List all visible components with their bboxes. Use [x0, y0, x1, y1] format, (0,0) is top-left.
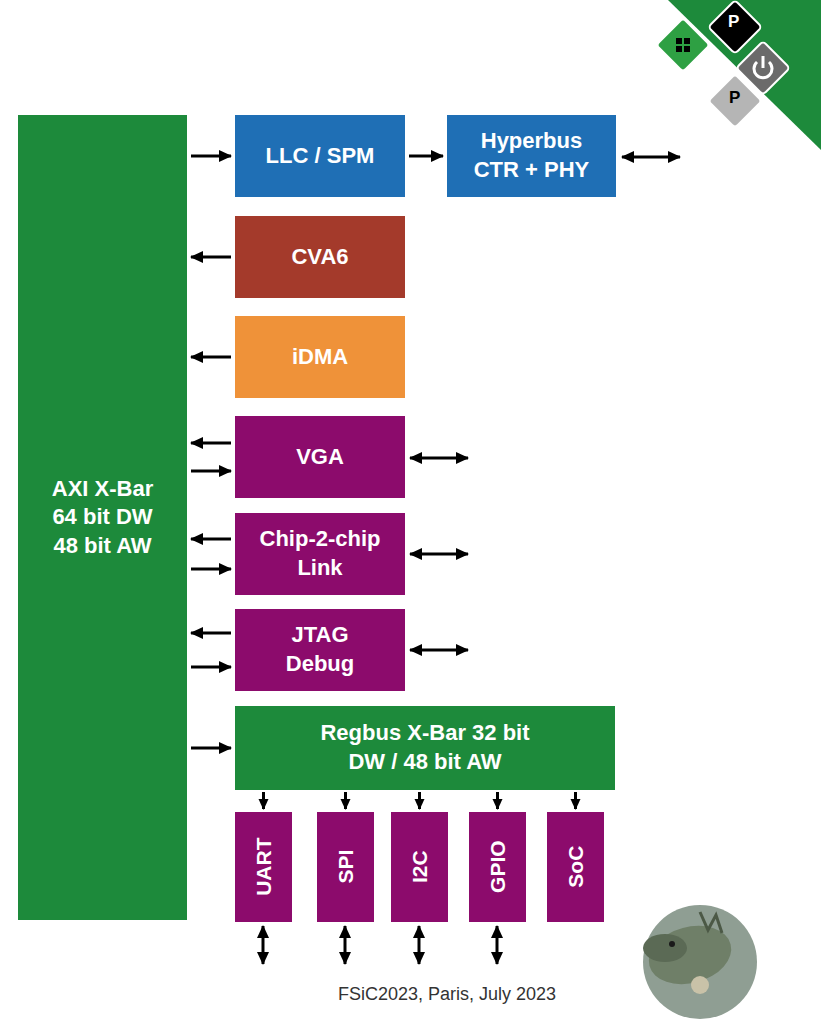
bus-arrow — [191, 538, 231, 541]
bus-arrow — [191, 442, 231, 445]
box-label: SoC — [562, 846, 589, 888]
core-box: CVA6 — [235, 216, 405, 298]
box-label: VGA — [296, 443, 344, 472]
box-label: GPIO — [484, 841, 511, 894]
peripheral-box: UART — [235, 812, 292, 922]
dma-box: iDMA — [235, 316, 405, 398]
bus-arrow — [191, 632, 231, 635]
box-label: AXI X-Bar 64 bit DW 48 bit AW — [42, 475, 164, 561]
box-label: UART — [250, 838, 277, 896]
controller-box: Hyperbus CTR + PHY — [447, 115, 616, 197]
bus-arrow — [191, 356, 231, 359]
bus-arrow — [191, 470, 231, 473]
crossbar-box: AXI X-Bar 64 bit DW 48 bit AW — [18, 115, 187, 920]
peripheral-box: VGA — [235, 416, 405, 498]
bus-arrow — [191, 666, 231, 669]
box-label: Regbus X-Bar 32 bit DW / 48 bit AW — [303, 719, 548, 776]
bus-arrow — [191, 155, 231, 158]
peripheral-box: GPIO — [469, 812, 526, 922]
caption-note: FSiC2023, Paris, July 2023 — [338, 984, 556, 1005]
logo-letter: P — [729, 88, 740, 108]
bus-arrow — [574, 792, 577, 809]
box-label: iDMA — [292, 343, 348, 372]
box-label: SPI — [332, 850, 359, 884]
peripheral-box: JTAG Debug — [235, 609, 405, 691]
box-label: LLC / SPM — [266, 142, 375, 171]
logo-letter: P — [728, 12, 739, 32]
peripheral-box: SPI — [317, 812, 374, 922]
memory-box: LLC / SPM — [235, 115, 405, 197]
logo-puzzle — [656, 0, 790, 128]
box-label: Chip-2-chip Link — [245, 525, 395, 582]
box-label: Hyperbus CTR + PHY — [466, 127, 598, 184]
box-label: JTAG Debug — [255, 621, 385, 678]
iguana-picture — [642, 905, 757, 1019]
logo-corner — [668, 0, 821, 150]
bus-arrow — [262, 792, 265, 809]
bus-arrow — [191, 747, 231, 750]
bus-arrow — [191, 256, 231, 259]
bus-arrow — [344, 792, 347, 809]
bus-arrow — [191, 568, 231, 571]
bus-arrow — [418, 792, 421, 809]
box-label: CVA6 — [291, 243, 348, 272]
peripheral-box: SoC — [547, 812, 604, 922]
peripheral-box: I2C — [391, 812, 448, 922]
box-label: I2C — [406, 851, 433, 884]
bus-arrow — [496, 792, 499, 809]
crossbar-box: Regbus X-Bar 32 bit DW / 48 bit AW — [235, 706, 615, 790]
peripheral-box: Chip-2-chip Link — [235, 513, 405, 595]
bus-arrow — [409, 155, 443, 158]
